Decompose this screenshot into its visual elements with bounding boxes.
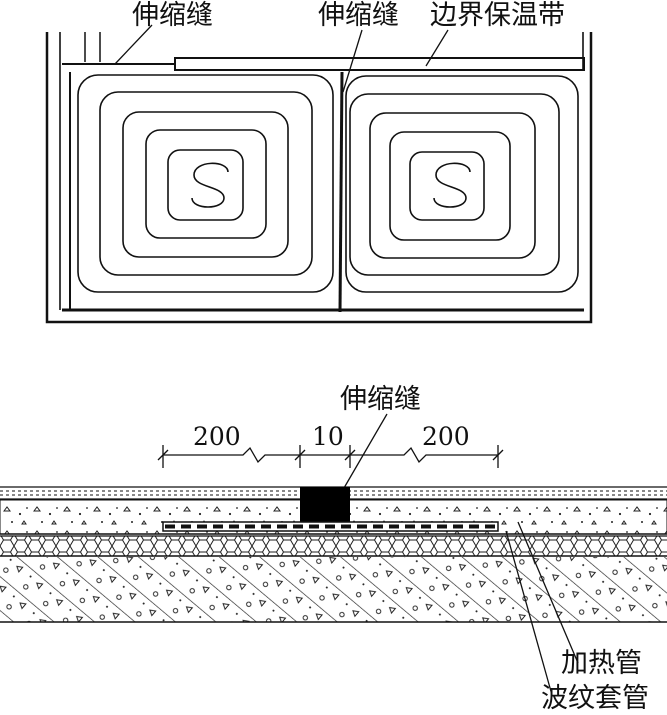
plan-view: 伸缩缝 伸缩缝 边界保温带 <box>45 0 593 324</box>
label-joint-left: 伸缩缝 <box>132 0 213 31</box>
expansion-joint-filler <box>300 487 350 523</box>
expansion-joint-plan <box>338 71 344 313</box>
pipe-coil-right <box>345 75 579 293</box>
label-joint-section: 伸缩缝 <box>340 384 421 415</box>
structural-slab <box>0 557 667 622</box>
label-heating-pipe: 加热管 <box>561 648 642 679</box>
dimension-left: 200 <box>193 422 241 451</box>
label-joint-right: 伸缩缝 <box>318 0 399 31</box>
dimension-line <box>157 445 504 468</box>
heating-pipe-sleeve <box>162 521 499 532</box>
pipe-coil-left <box>77 74 334 293</box>
room-wall <box>45 32 593 324</box>
dimension-right: 200 <box>422 422 470 451</box>
edge-insulation-band <box>62 57 585 71</box>
section-view: 伸缩缝 200 10 200 <box>0 384 667 714</box>
label-edge-insulation: 边界保温带 <box>430 0 565 31</box>
insulation-layer <box>0 536 667 556</box>
dimension-gap: 10 <box>312 422 344 451</box>
label-corrugated-sleeve: 波纹套管 <box>541 683 649 714</box>
